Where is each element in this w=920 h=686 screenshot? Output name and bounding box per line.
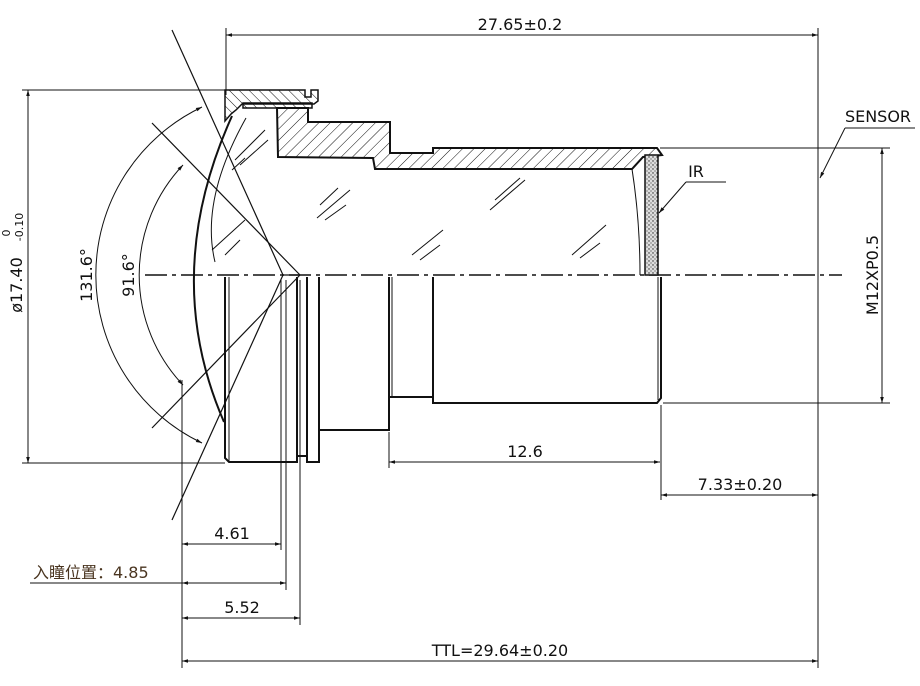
- front-lens-inner: [210, 117, 247, 263]
- overall-length-label: 27.65±0.2: [478, 15, 563, 34]
- lens-housing-section: [224, 89, 664, 276]
- svg-text:0: 0: [0, 230, 13, 237]
- dimension-lines: [26, 33, 884, 663]
- glass-hatching: [211, 129, 607, 261]
- lens-body-outline: [224, 277, 662, 463]
- ir-filter: [644, 154, 659, 276]
- fov-inner-label: 91.6°: [119, 253, 138, 297]
- back-focal-label: 7.33±0.20: [698, 475, 783, 494]
- dim-4-61-label: 4.61: [214, 524, 250, 543]
- extension-lines: [22, 28, 890, 668]
- dim-5-52-label: 5.52: [224, 598, 260, 617]
- thread-label: M12XP0.5: [863, 235, 882, 315]
- fov-outer-arc: [95, 106, 203, 444]
- fov-inner-arc: [138, 164, 184, 386]
- sensor-callout: SENSOR: [819, 107, 915, 179]
- front-lens-surface: [192, 115, 233, 423]
- entrance-pupil-label: 入瞳位置：4.85: [33, 563, 149, 582]
- svg-text:IR: IR: [688, 162, 704, 181]
- svg-text:-0.10: -0.10: [13, 213, 26, 241]
- ir-callout: IR: [658, 162, 726, 214]
- flange-length-label: 12.6: [507, 442, 543, 461]
- fov-outer-label: 131.6°: [77, 248, 96, 302]
- ttl-label: TTL=29.64±0.20: [431, 641, 568, 660]
- ray-lines: [151, 29, 301, 521]
- svg-text:ø17.40: ø17.40: [7, 257, 26, 313]
- svg-text:SENSOR: SENSOR: [845, 107, 911, 126]
- diameter-label: ø17.40 0 -0.10: [0, 213, 26, 313]
